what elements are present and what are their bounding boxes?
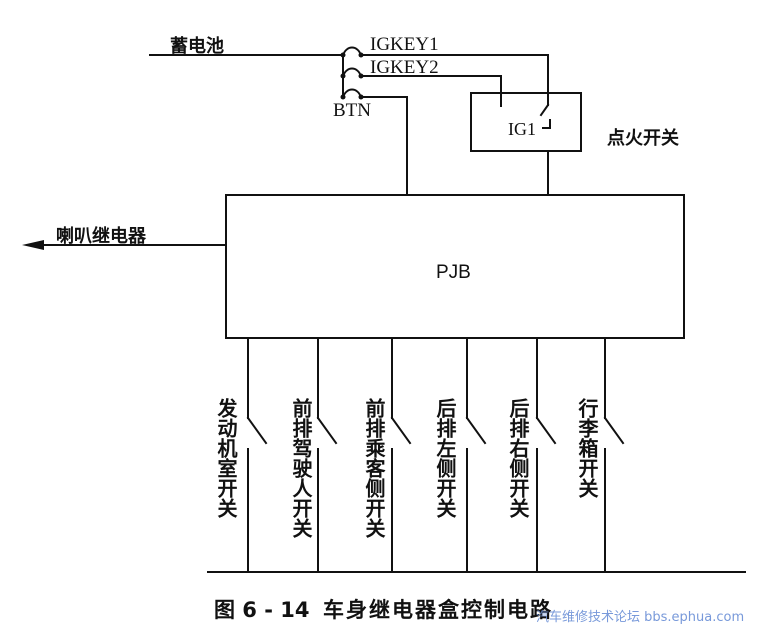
battery-label: 蓄电池: [170, 36, 224, 57]
switch-label-rear-right: 后排右侧开关: [506, 398, 530, 518]
watermark: 汽车维修技术论坛 bbs.ephua.com: [536, 610, 745, 625]
switch-label-front-driver: 前排驾驶人开关: [289, 398, 313, 538]
switch-label-front-passenger: 前排乘客侧开关: [362, 398, 386, 538]
ig1-label: IG1: [508, 119, 536, 139]
fuse-igkey1: [341, 46, 363, 57]
switch-label-engine-room: 发动机室开关: [214, 398, 238, 518]
horn-relay-arrow: [22, 240, 44, 250]
igkey2-label: IGKEY2: [370, 57, 439, 78]
switch-label-rear-left: 后排左侧开关: [433, 398, 457, 518]
horn-relay-label: 喇叭继电器: [56, 226, 146, 247]
fuse-btn: [341, 88, 363, 99]
figure-title: 车身继电器盒控制电路: [323, 598, 553, 622]
igkey1-label: IGKEY1: [370, 34, 439, 55]
btn-label: BTN: [333, 100, 371, 121]
pjb-label: PJB: [436, 262, 471, 283]
fuse-igkey2: [341, 67, 363, 78]
ignition-switch-box: [470, 92, 582, 152]
ignition-switch-label: 点火开关: [607, 128, 679, 149]
pjb-box: [225, 194, 685, 339]
figure-number: 图 6 - 14: [214, 598, 310, 622]
switch-label-trunk: 行李箱开关: [575, 398, 599, 498]
